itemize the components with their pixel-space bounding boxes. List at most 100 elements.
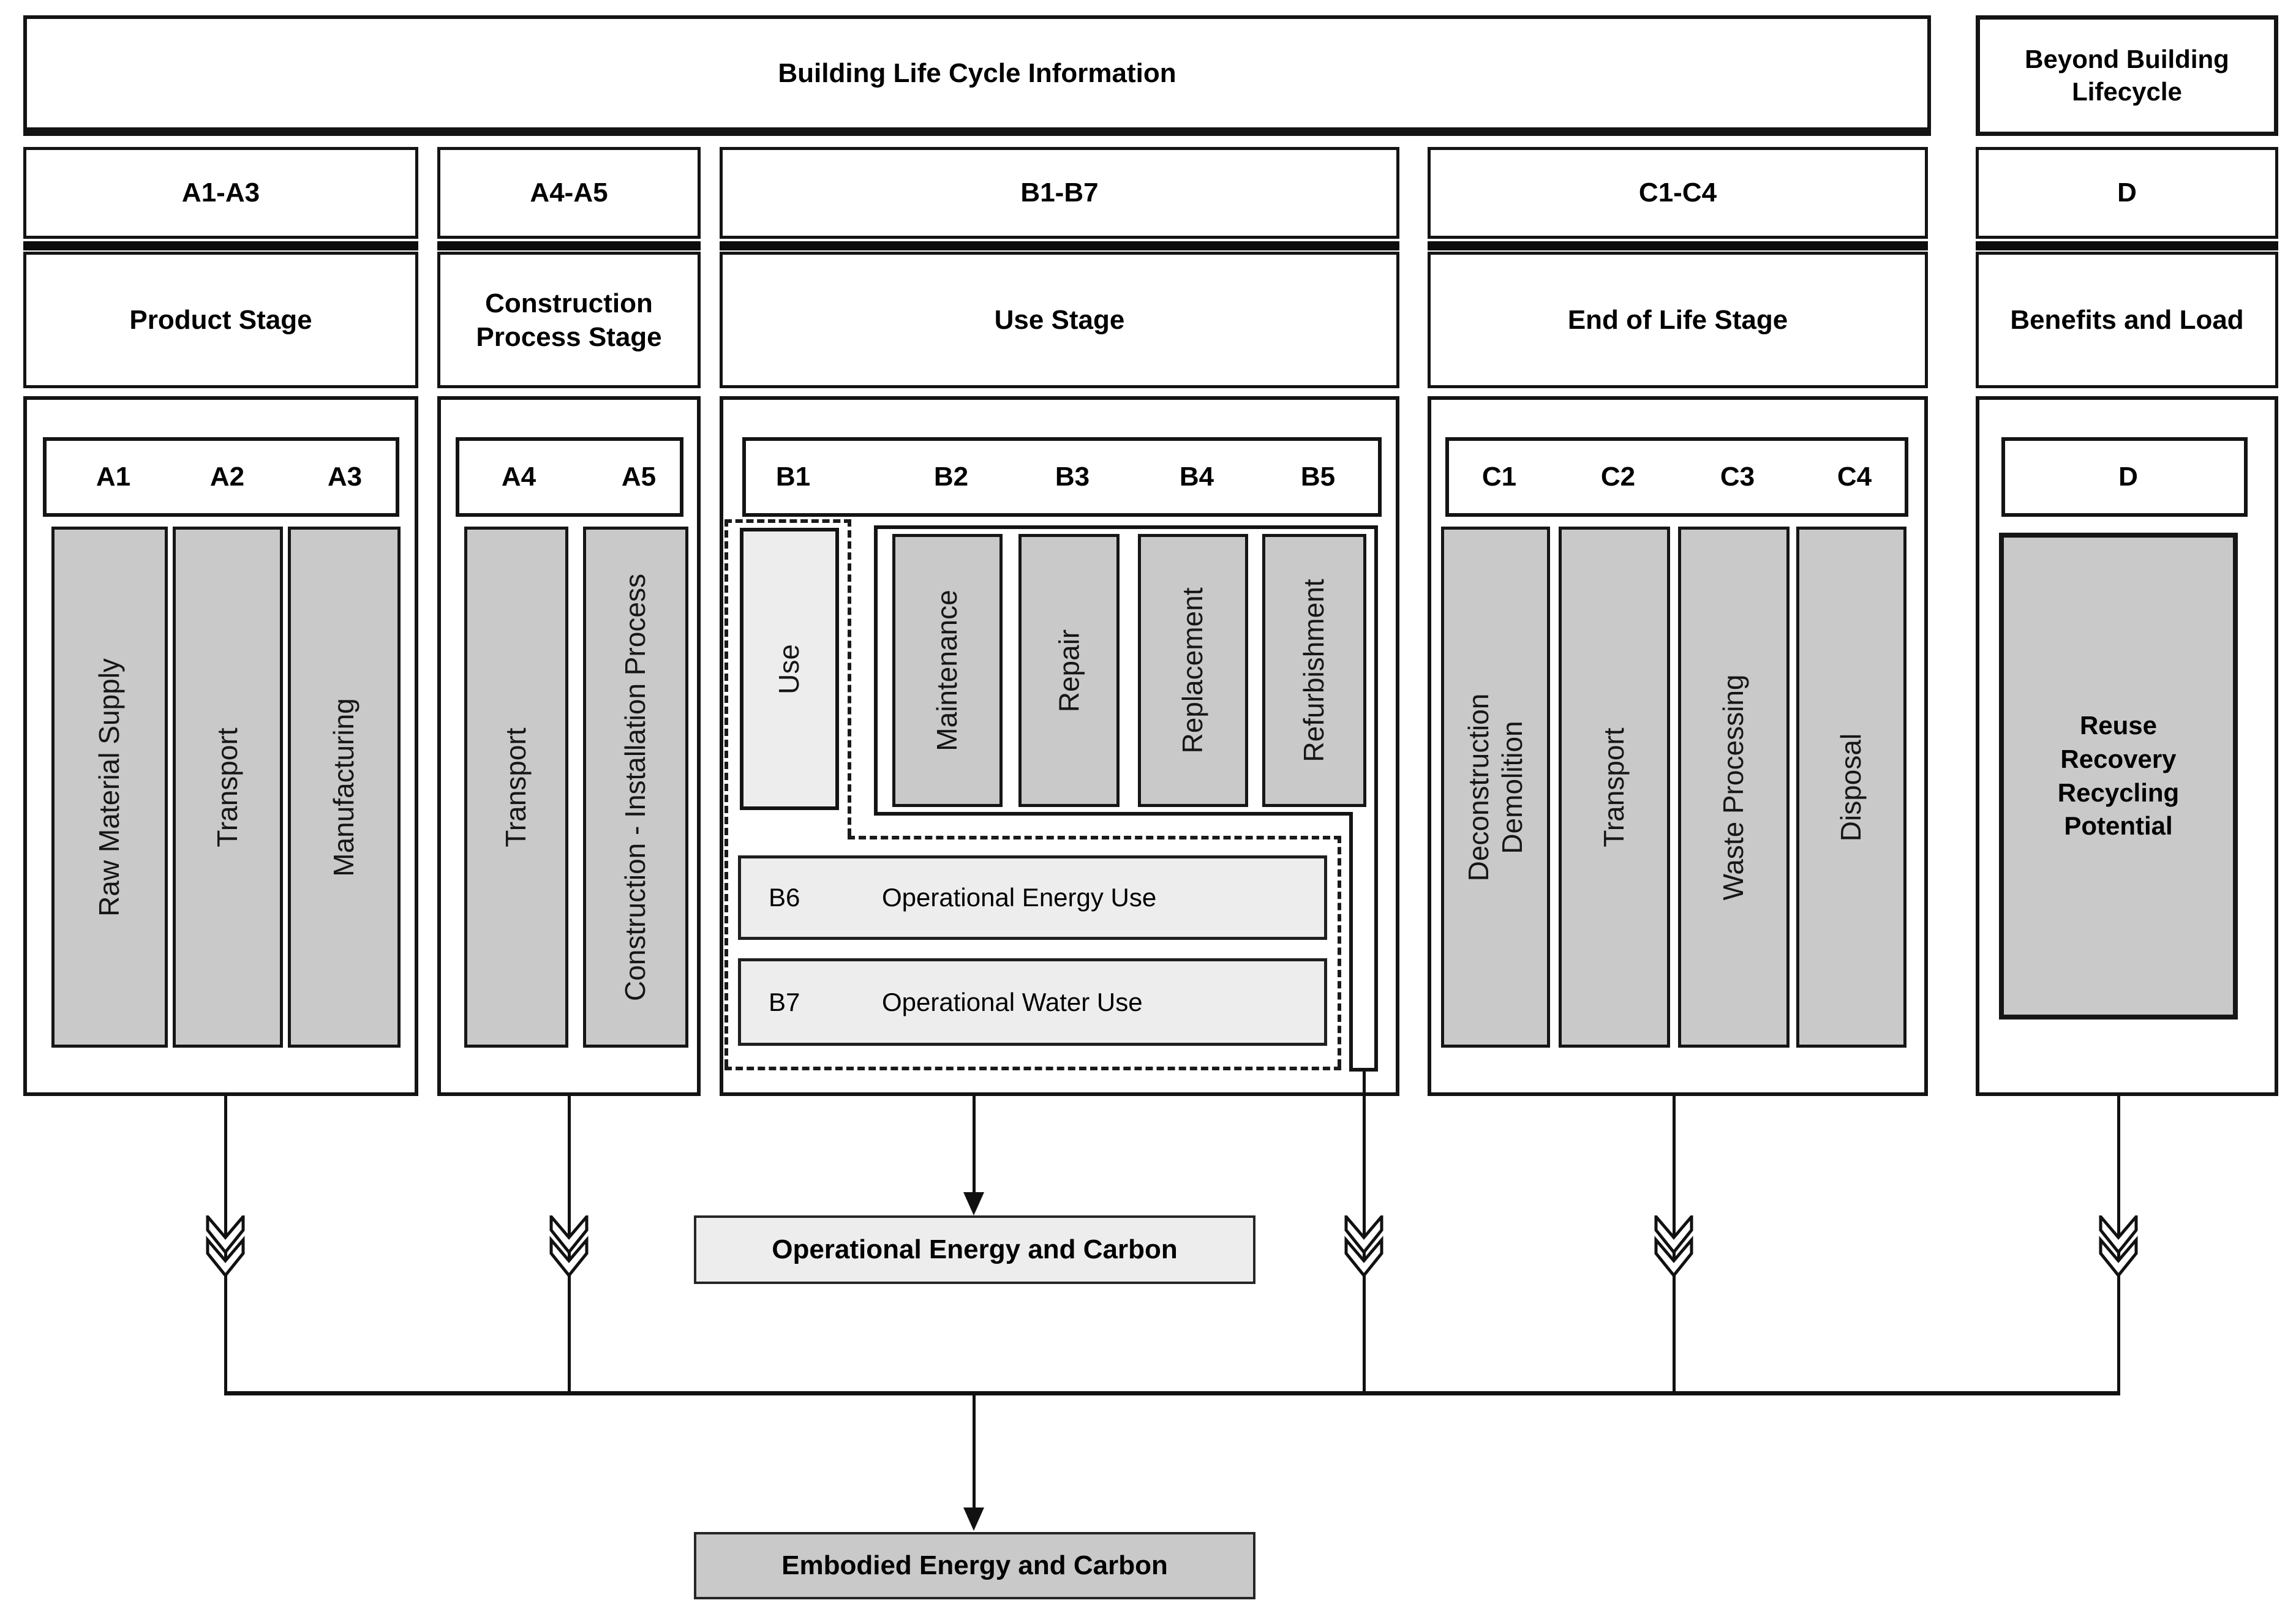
- strip-a-codes: A1 A2 A3: [43, 437, 399, 517]
- module-b4-label: Replacement: [1176, 587, 1209, 754]
- module-c1-label: Deconstruction Demolition: [1462, 693, 1528, 881]
- strip-b-codes: B1 B2 B3 B4 B5: [742, 437, 1382, 517]
- stage-a-code: A1-A3: [181, 178, 260, 208]
- strip-c-codes: C1 C2 C3 C4: [1445, 437, 1908, 517]
- strip-d-code: D: [2001, 437, 2248, 517]
- chevron-arrow-construction-icon: [549, 1215, 589, 1277]
- b-group-outlet-channel: [1349, 812, 1378, 1072]
- code-a5: A5: [621, 462, 657, 492]
- stage-c-code-box: C1-C4: [1428, 147, 1928, 239]
- line-to-embodied: [973, 1395, 976, 1509]
- code-b3: B3: [1055, 462, 1090, 492]
- module-a4-transport: Transport: [464, 527, 568, 1048]
- code-d: D: [2118, 462, 2138, 492]
- dashed-edge-right-upper: [848, 519, 851, 836]
- stage-c-code: C1-C4: [1638, 178, 1717, 208]
- stage-a45-code: A4-A5: [530, 178, 608, 208]
- stage-a-divider: [23, 241, 418, 250]
- module-c2-transport: Transport: [1559, 527, 1670, 1048]
- code-c4: C4: [1837, 462, 1872, 492]
- collector-line: [224, 1391, 2120, 1395]
- module-c4-disposal: Disposal: [1796, 527, 1906, 1048]
- module-b5-label: Refurbishment: [1298, 579, 1330, 762]
- dashed-edge-bottom: [725, 1067, 1341, 1070]
- module-c3-label: Waste Processing: [1717, 674, 1750, 900]
- line-from-b-group-outlet: [1363, 1072, 1366, 1391]
- stage-d-name: Benefits and Load: [2010, 304, 2244, 335]
- code-b4: B4: [1179, 462, 1214, 492]
- dashed-edge-step: [848, 836, 1341, 839]
- module-a2-label: Transport: [211, 727, 244, 847]
- strip-a45-codes: A4 A5: [456, 437, 683, 517]
- module-c3-waste-processing: Waste Processing: [1678, 527, 1790, 1048]
- stage-d-code-box: D: [1976, 147, 2278, 239]
- code-a1: A1: [96, 462, 131, 492]
- chevron-arrow-endoflife-icon: [1654, 1215, 1693, 1277]
- stage-b-divider: [720, 241, 1399, 250]
- row-b6-label: Operational Energy Use: [882, 883, 1157, 912]
- module-a1-label: Raw Material Supply: [93, 658, 126, 917]
- module-c1-deconstruction-demolition: Deconstruction Demolition: [1441, 527, 1550, 1048]
- row-b7-label: Operational Water Use: [882, 987, 1143, 1016]
- stage-a45-name-box: Construction Process Stage: [437, 252, 701, 388]
- row-b6-operational-energy-use: B6 Operational Energy Use: [738, 855, 1327, 940]
- code-a3: A3: [327, 462, 363, 492]
- stage-d-name-box: Benefits and Load: [1976, 252, 2278, 388]
- stage-b-name: Use Stage: [994, 304, 1125, 335]
- module-d-label: Reuse Recovery Recycling Potential: [2057, 711, 2180, 841]
- arrow-into-embodied-icon: [963, 1507, 984, 1531]
- stage-b-code-box: B1-B7: [720, 147, 1399, 239]
- stage-b-name-box: Use Stage: [720, 252, 1399, 388]
- module-c4-label: Disposal: [1835, 733, 1867, 841]
- stage-c-name: End of Life Stage: [1567, 304, 1788, 335]
- banner-title: Building Life Cycle Information: [778, 58, 1176, 88]
- module-a3-manufacturing: Manufacturing: [288, 527, 401, 1048]
- stage-d-divider: [1976, 241, 2278, 250]
- stage-a45-name: Construction Process Stage: [476, 288, 662, 352]
- module-a1-raw-material-supply: Raw Material Supply: [51, 527, 168, 1048]
- module-b4-replacement: Replacement: [1138, 534, 1248, 807]
- code-a2: A2: [209, 462, 245, 492]
- chevron-arrow-b-group-icon: [1344, 1215, 1383, 1277]
- stage-c-name-box: End of Life Stage: [1428, 252, 1928, 388]
- banner-building-lifecycle: Building Life Cycle Information: [23, 15, 1931, 136]
- dashed-edge-right-lower: [1338, 836, 1341, 1067]
- module-a5-construction-installation: Construction - Installation Process: [583, 527, 688, 1048]
- module-b2-label: Maintenance: [931, 590, 963, 751]
- module-a3-label: Manufacturing: [328, 697, 360, 877]
- module-b5-refurbishment: Refurbishment: [1262, 534, 1366, 807]
- beyond-title: Beyond Building Lifecycle: [2025, 45, 2229, 106]
- code-b1: B1: [775, 462, 811, 492]
- arrow-into-operational-icon: [963, 1192, 984, 1215]
- stage-a-code-box: A1-A3: [23, 147, 418, 239]
- chevron-arrow-benefits-icon: [2099, 1215, 2138, 1277]
- chevron-arrow-product-icon: [206, 1215, 245, 1277]
- code-b5: B5: [1300, 462, 1336, 492]
- module-a5-label: Construction - Installation Process: [619, 573, 652, 1001]
- stage-a45-code-box: A4-A5: [437, 147, 701, 239]
- module-d-reuse-recovery-recycling: Reuse Recovery Recycling Potential: [1999, 533, 2238, 1019]
- line-from-use-stage-center: [973, 1096, 976, 1194]
- module-a2-transport: Transport: [173, 527, 283, 1048]
- module-c2-label: Transport: [1598, 727, 1630, 847]
- stage-a-name: Product Stage: [129, 304, 312, 335]
- code-c3: C3: [1720, 462, 1755, 492]
- stage-b-code: B1-B7: [1020, 178, 1099, 208]
- embodied-label: Embodied Energy and Carbon: [781, 1550, 1168, 1580]
- operational-label: Operational Energy and Carbon: [772, 1234, 1178, 1264]
- dashed-edge-top: [725, 519, 851, 523]
- module-b3-repair: Repair: [1018, 534, 1120, 807]
- module-b1-label: Use: [773, 644, 805, 694]
- operational-energy-carbon-box: Operational Energy and Carbon: [694, 1215, 1255, 1284]
- stage-d-code: D: [2117, 178, 2137, 208]
- code-c1: C1: [1481, 462, 1517, 492]
- stage-c-divider: [1428, 241, 1928, 250]
- code-c2: C2: [1600, 462, 1636, 492]
- module-b3-label: Repair: [1052, 629, 1085, 712]
- row-b7-operational-water-use: B7 Operational Water Use: [738, 958, 1327, 1046]
- module-b2-maintenance: Maintenance: [892, 534, 1003, 807]
- dashed-edge-left: [725, 519, 728, 1067]
- module-b1-use: Use: [740, 528, 839, 810]
- embodied-energy-carbon-box: Embodied Energy and Carbon: [694, 1532, 1255, 1599]
